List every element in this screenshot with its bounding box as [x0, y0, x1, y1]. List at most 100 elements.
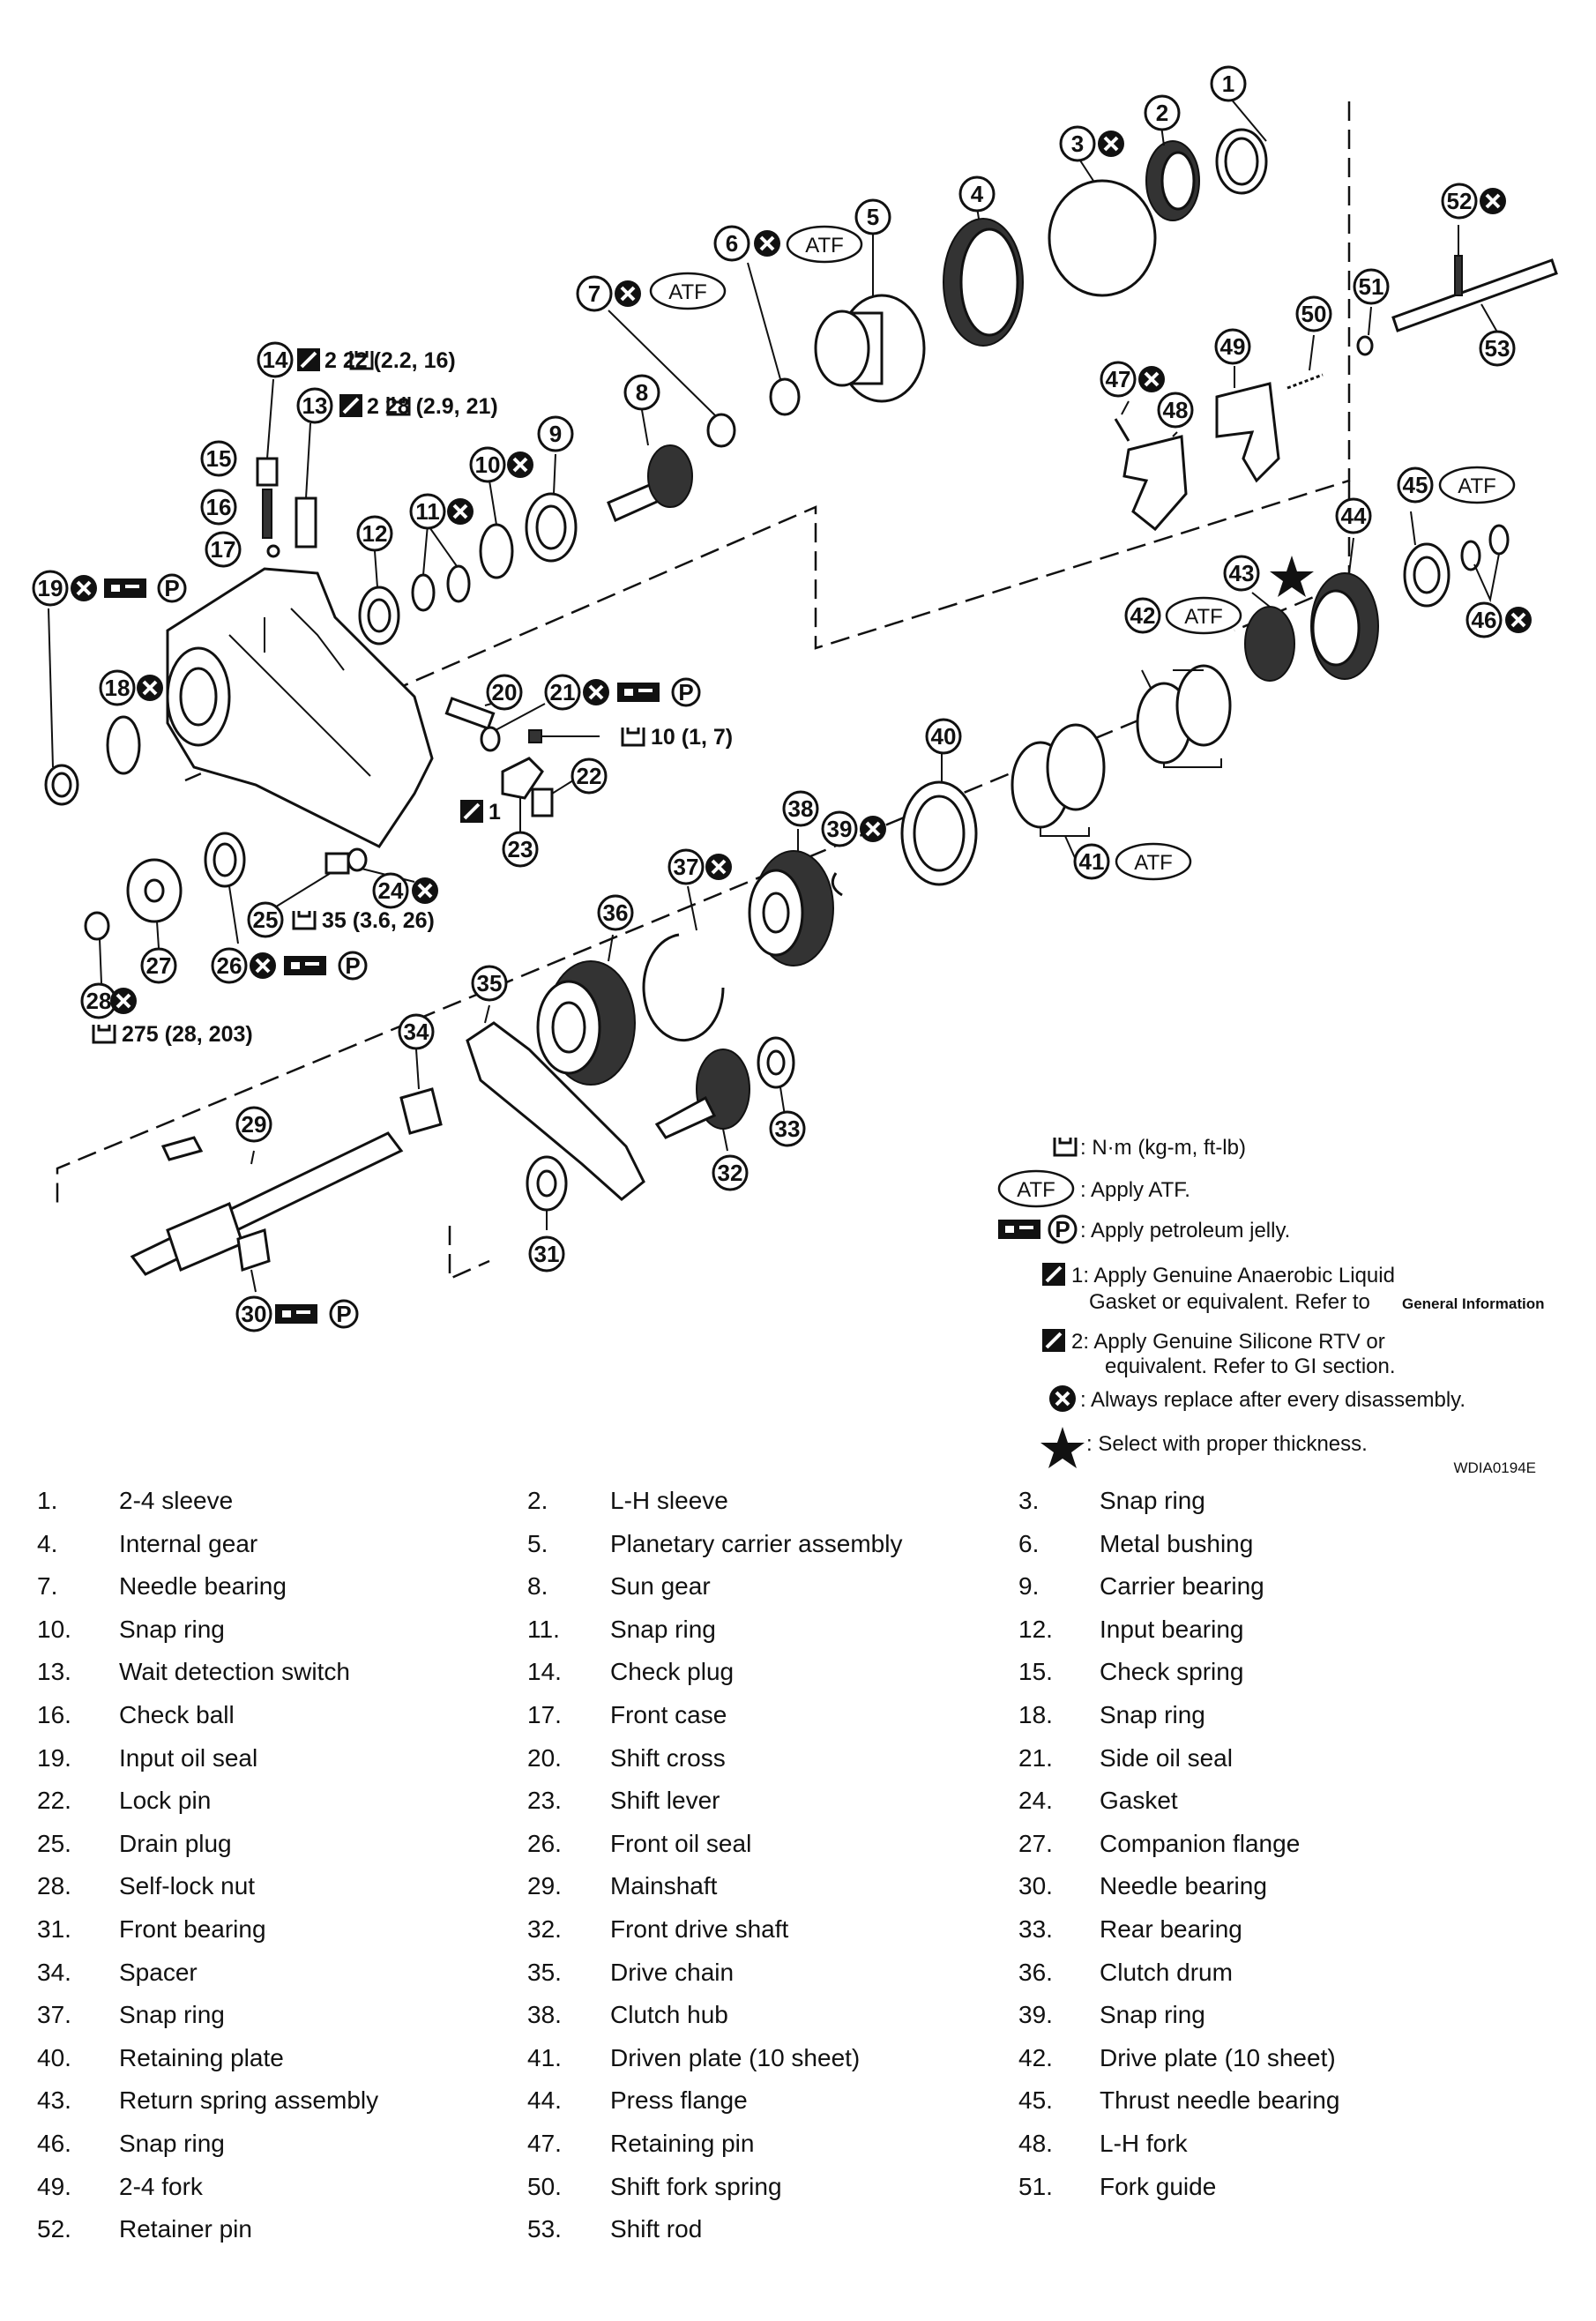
part-number: 39.: [1018, 2001, 1053, 2029]
part-name: L-H fork: [1100, 2130, 1188, 2157]
callout-circle-20: [486, 674, 523, 711]
callout-circle-26: [211, 947, 248, 984]
part-number: 45.: [1018, 2086, 1053, 2115]
select-thickness-mark-43-icon: [1270, 556, 1314, 597]
torque-annotation-28: 275 (28, 203): [92, 1022, 253, 1047]
replace-mark-19-icon: [69, 573, 99, 603]
part-name: Check spring: [1100, 1658, 1244, 1686]
callout-circle-19: [32, 570, 69, 607]
part-snap-ring-11a: [411, 573, 436, 612]
callout-circle-16: [200, 489, 237, 526]
callout-label-34: 34: [404, 1019, 429, 1045]
torque-annotation-14: 2 22 (2.2, 16): [295, 347, 456, 373]
svg-text:: Always replace after every d: : Always replace after every disassembly…: [1080, 1388, 1465, 1412]
part-name: Input oil seal: [119, 1743, 258, 1772]
part-name: Check plug: [610, 1658, 735, 1686]
callout-label-53: 53: [1485, 335, 1510, 362]
callout-circle-32: [712, 1154, 749, 1191]
callout-circle-30: [235, 1295, 272, 1332]
part-number: 44.: [527, 2086, 562, 2115]
svg-text:ATF: ATF: [668, 280, 707, 304]
part-number: 52.: [37, 2215, 71, 2243]
callout-label-29: 29: [242, 1111, 267, 1138]
part-check-spring: [262, 489, 272, 539]
part-retainer-pin: [1454, 225, 1463, 296]
part-name: Internal gear: [119, 1529, 258, 1557]
part-number: 19.: [37, 1743, 71, 1772]
part-number: 20.: [527, 1743, 562, 1772]
part-name: Companion flange: [1100, 1829, 1301, 1857]
callout-circle-52: [1441, 183, 1478, 220]
replace-mark-3-icon: [1096, 129, 1126, 159]
callout-label-45: 45: [1403, 472, 1428, 498]
part-name: Retainer pin: [119, 2215, 252, 2243]
part-number: 50.: [527, 2172, 562, 2200]
legend-select: : Select with proper thickness.: [1040, 1427, 1368, 1468]
part-check-ball: [266, 544, 280, 558]
callout-circle-5: [854, 198, 891, 235]
callout-label-40: 40: [931, 723, 957, 750]
part-check-plug: [256, 378, 279, 487]
callout-label-6: 6: [726, 230, 738, 257]
part-name: 2-4 fork: [119, 2172, 203, 2200]
callout-label-21: 21: [550, 679, 576, 705]
callout-circle-48: [1157, 392, 1194, 429]
torque-annotation-21: 10 (1, 7): [621, 725, 733, 750]
callout-circle-14: [257, 341, 294, 378]
part-name: Driven plate (10 sheet): [610, 2043, 861, 2071]
part-number: 26.: [527, 1829, 562, 1857]
part-number: 34.: [37, 1958, 71, 1986]
callout-circle-23: [502, 831, 539, 868]
part-name: Carrier bearing: [1100, 1572, 1264, 1601]
callout-label-43: 43: [1229, 560, 1255, 586]
callout-circle-10: [469, 446, 506, 483]
part-number: 15.: [1018, 1658, 1053, 1686]
callout-label-47: 47: [1106, 366, 1131, 392]
callout-circle-25: [247, 901, 284, 938]
callout-label-14: 14: [263, 347, 288, 373]
replace-mark-21-icon: [581, 677, 611, 707]
replace-mark-28-icon: [108, 986, 138, 1016]
part-name: Return spring assembly: [119, 2086, 379, 2115]
part-number: 38.: [527, 2001, 562, 2029]
part-shift-fork-spring: [1286, 334, 1324, 390]
svg-text:10 (1, 7): 10 (1, 7): [651, 725, 733, 750]
part-shift-cross-nut: [528, 729, 542, 743]
drawing-code: WDIA0194E: [1453, 1459, 1536, 1476]
part-planetary-carrier-assembly: [814, 235, 926, 403]
svg-text:2 28 (2.9, 21): 2 28 (2.9, 21): [367, 394, 498, 419]
callout-circle-9: [537, 415, 574, 452]
part-name: Thrust needle bearing: [1100, 2086, 1340, 2115]
part-name: Snap ring: [1100, 1487, 1205, 1514]
callout-label-39: 39: [827, 816, 853, 842]
part-number: 49.: [37, 2172, 71, 2200]
callout-circle-4: [958, 175, 996, 213]
callout-circle-7: [576, 275, 613, 312]
part-name: Needle bearing: [1100, 1872, 1267, 1900]
part-name: Lock pin: [119, 1787, 212, 1815]
part-number: 29.: [527, 1872, 562, 1900]
callout-label-15: 15: [206, 445, 232, 472]
callout-label-1: 1: [1222, 71, 1234, 97]
callout-circle-44: [1335, 497, 1372, 534]
callout-circle-45: [1397, 466, 1434, 504]
svg-text:Gasket or equivalent. Refer to: Gasket or equivalent. Refer to: [1089, 1290, 1370, 1314]
replace-mark-52-icon: [1478, 186, 1508, 216]
part-input-oil-seal: [44, 608, 79, 806]
part-number: 5.: [527, 1529, 548, 1557]
part-driven-plate: [1011, 723, 1106, 861]
part-number: 25.: [37, 1829, 71, 1857]
part-name: Side oil seal: [1100, 1743, 1233, 1772]
assembly-boundary-upper: [184, 101, 1351, 782]
part-name: Press flange: [610, 2086, 748, 2115]
part-number: 35.: [527, 1958, 562, 1986]
callout-label-22: 22: [577, 763, 602, 789]
part-number: 16.: [37, 1701, 71, 1728]
part-snap-ring-18: [106, 715, 141, 775]
part-number: 37.: [37, 2001, 71, 2029]
